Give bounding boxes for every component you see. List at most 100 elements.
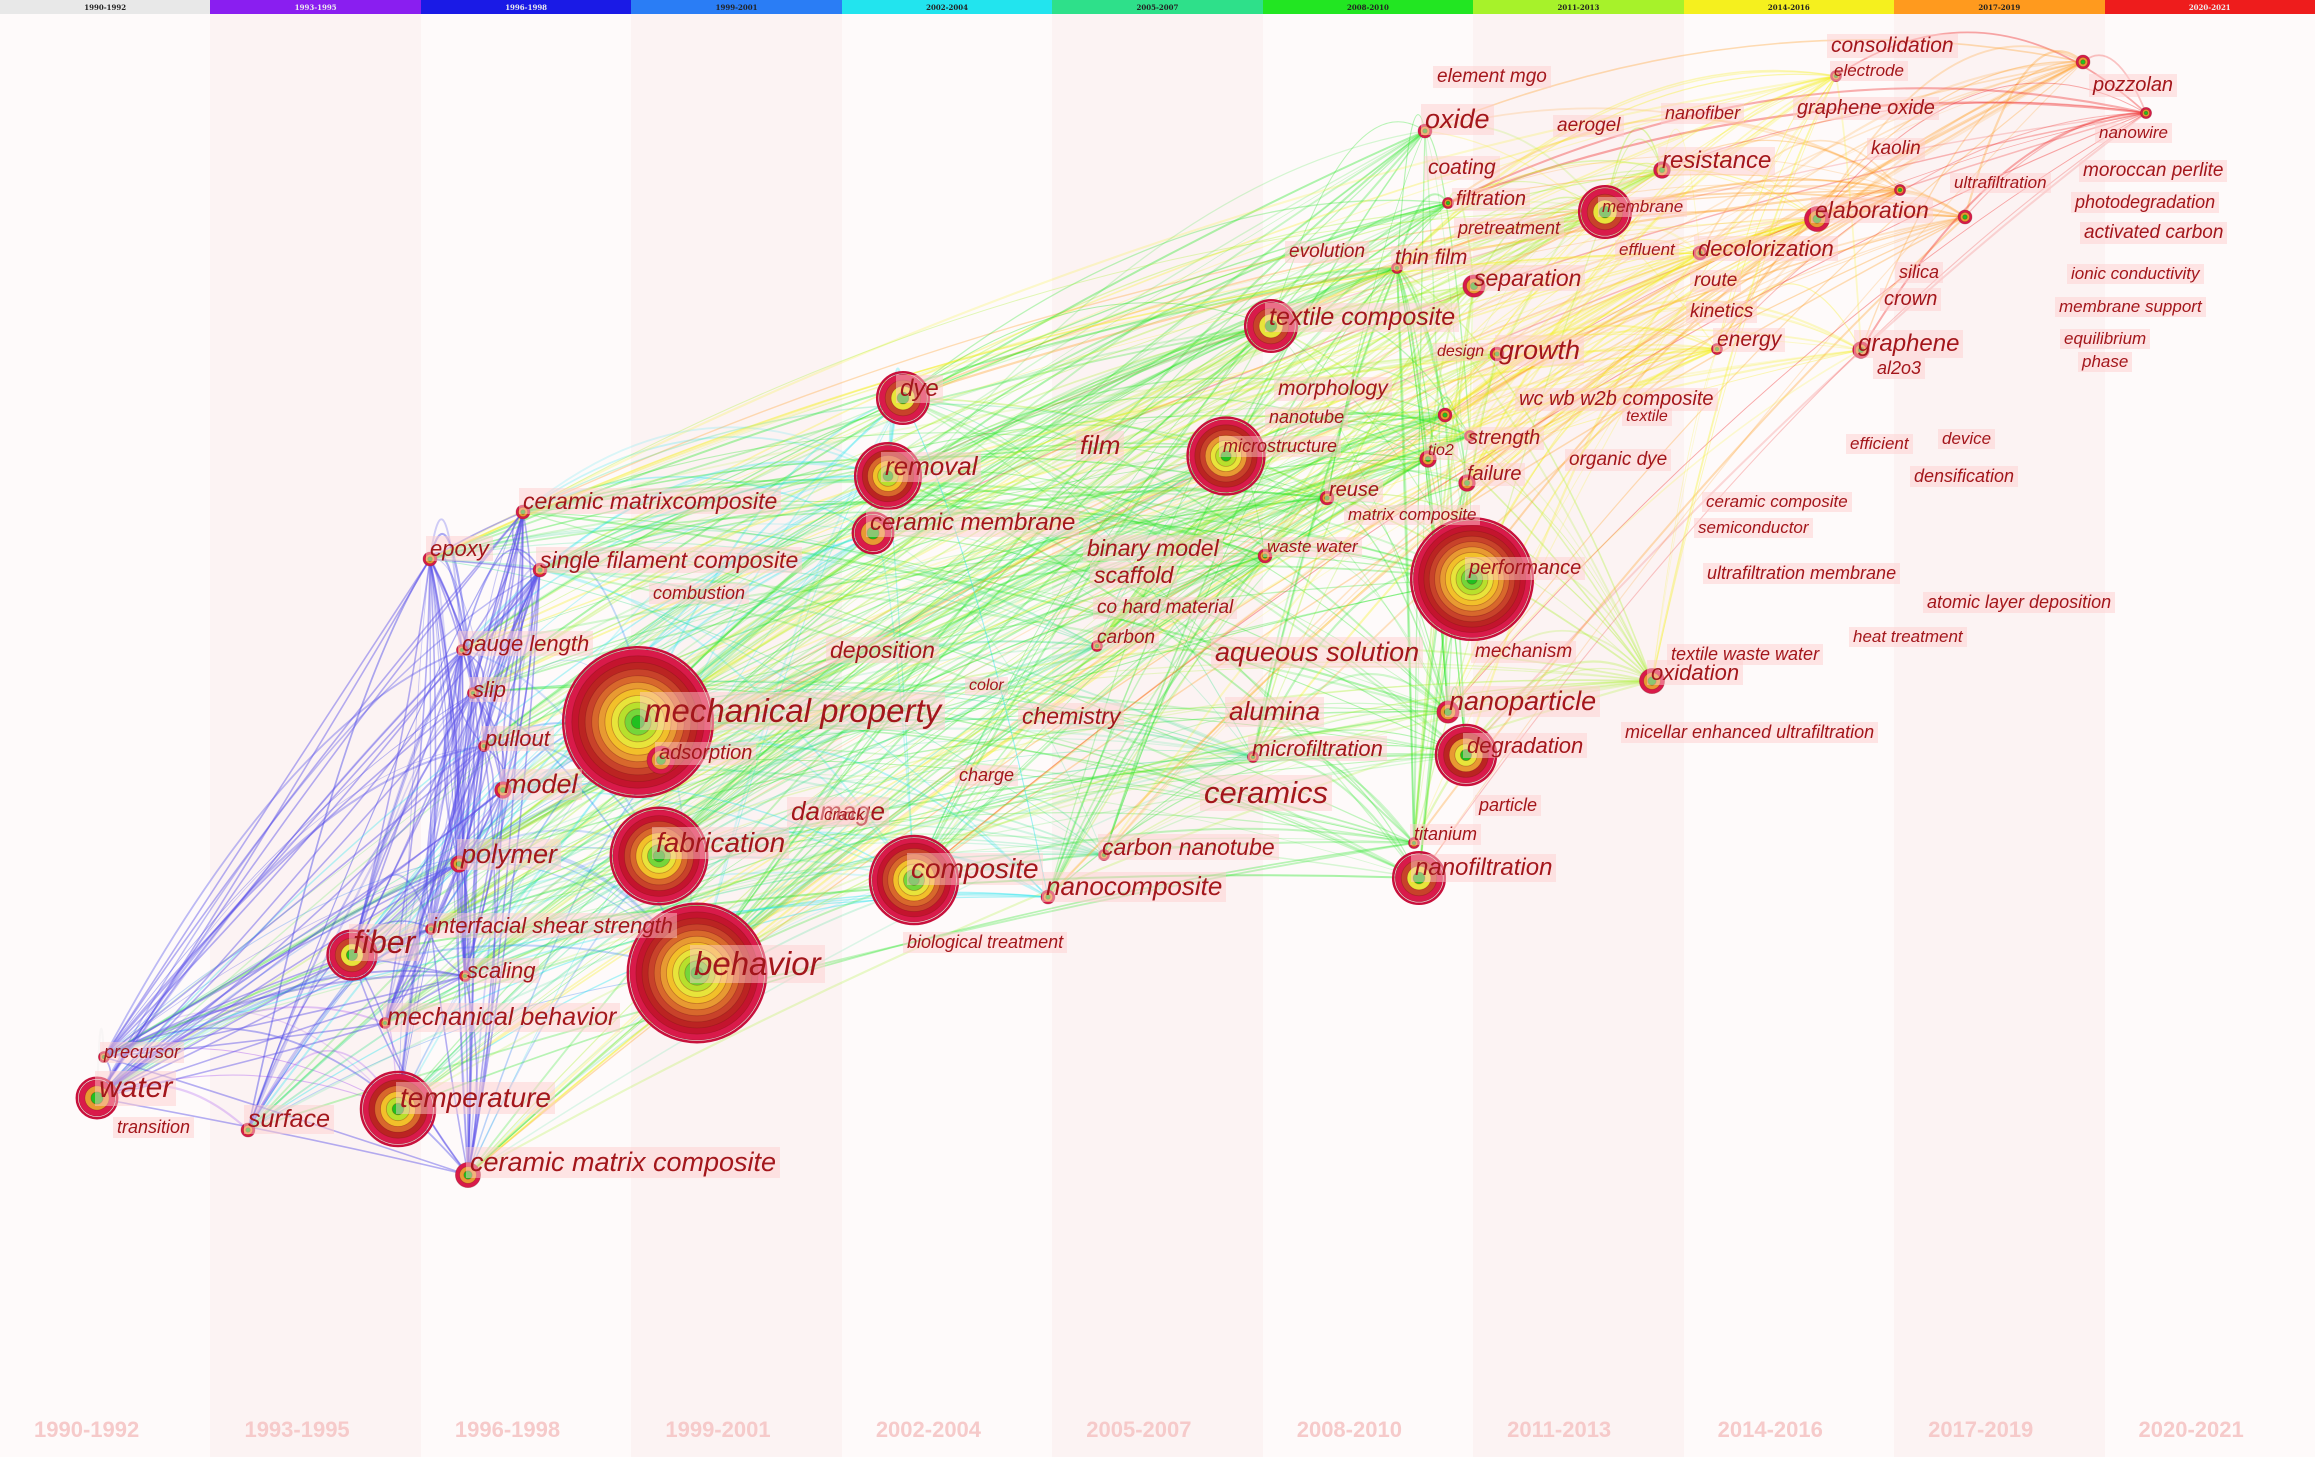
keyword-label[interactable]: co hard material (1093, 597, 1238, 619)
keyword-node[interactable] (1091, 640, 1104, 653)
keyword-label[interactable]: ceramics (1200, 775, 1333, 811)
keyword-label[interactable]: growth (1495, 335, 1585, 367)
keyword-label[interactable]: ultrafiltration (1950, 173, 2051, 193)
keyword-label[interactable]: pullout (481, 726, 554, 752)
keyword-node[interactable] (1442, 196, 1455, 209)
keyword-label[interactable]: precursor (100, 1042, 185, 1063)
keyword-label[interactable]: phase (2078, 352, 2133, 372)
keyword-node[interactable] (477, 740, 490, 753)
keyword-node[interactable] (240, 1122, 256, 1138)
keyword-label[interactable]: deposition (826, 637, 939, 664)
keyword-label[interactable]: damage (787, 796, 889, 827)
keyword-label[interactable]: titanium (1410, 824, 1482, 845)
keyword-node[interactable] (1040, 889, 1056, 905)
keyword-node[interactable] (875, 370, 931, 426)
keyword-label[interactable]: ceramic matrixcomposite (519, 488, 782, 515)
keyword-label[interactable]: nanowire (2095, 123, 2172, 143)
keyword-label[interactable]: microfiltration (1248, 736, 1387, 762)
keyword-label[interactable]: wc wb w2b composite (1515, 388, 1718, 411)
keyword-label[interactable]: single filament composite (536, 547, 803, 574)
keyword-label[interactable]: nanotube (1265, 407, 1349, 428)
keyword-label[interactable]: reuse (1325, 479, 1384, 502)
keyword-node[interactable] (1408, 837, 1421, 850)
keyword-label[interactable]: mechanical property (640, 692, 946, 730)
keyword-label[interactable]: consolidation (1827, 34, 1958, 59)
keyword-node[interactable] (1804, 205, 1831, 232)
keyword-label[interactable]: aqueous solution (1211, 637, 1424, 669)
keyword-label[interactable]: morphology (1274, 377, 1392, 402)
keyword-label[interactable]: fiber (349, 924, 420, 961)
keyword-label[interactable]: coating (1424, 156, 1500, 181)
keyword-label[interactable]: binary model (1083, 535, 1223, 562)
keyword-label[interactable]: oxidation (1647, 660, 1744, 686)
keyword-label[interactable]: ceramic composite (1702, 492, 1852, 512)
keyword-label[interactable]: interfacial shear strength (428, 913, 677, 939)
keyword-label[interactable]: decolorization (1694, 236, 1838, 262)
keyword-label[interactable]: kaolin (1867, 138, 1925, 160)
keyword-node[interactable] (1830, 70, 1843, 83)
keyword-node[interactable] (1098, 849, 1111, 862)
keyword-label[interactable]: biological treatment (903, 932, 1068, 953)
keyword-node[interactable] (2139, 107, 2152, 120)
keyword-label[interactable]: ionic conductivity (2067, 264, 2204, 284)
keyword-label[interactable]: temperature (396, 1082, 555, 1115)
keyword-node[interactable] (378, 1017, 391, 1030)
keyword-label[interactable]: device (1938, 429, 1996, 449)
keyword-label[interactable]: pozzolan (2089, 74, 2178, 97)
keyword-label[interactable]: crown (1880, 288, 1942, 311)
keyword-label[interactable]: degradation (1463, 733, 1588, 759)
keyword-node[interactable] (1577, 184, 1633, 240)
keyword-label[interactable]: behavior (690, 945, 825, 983)
keyword-node[interactable] (1852, 341, 1870, 359)
keyword-node[interactable] (424, 923, 437, 936)
keyword-label[interactable]: atomic layer deposition (1923, 592, 2116, 613)
keyword-label[interactable]: fabrication (652, 827, 790, 860)
keyword-node[interactable] (1437, 407, 1453, 423)
keyword-label[interactable]: adsorption (655, 742, 757, 765)
keyword-node[interactable] (1391, 850, 1447, 906)
keyword-node[interactable] (2075, 54, 2091, 70)
keyword-node[interactable] (75, 1076, 119, 1120)
keyword-label[interactable]: tio2 (1424, 442, 1458, 461)
keyword-node[interactable] (1319, 490, 1335, 506)
keyword-label[interactable]: epoxy (426, 536, 493, 562)
keyword-label[interactable]: carbon (1093, 627, 1160, 649)
keyword-node[interactable] (561, 645, 715, 799)
keyword-label[interactable]: silica (1895, 262, 1944, 283)
keyword-label[interactable]: moroccan perlite (2079, 160, 2228, 182)
keyword-label[interactable]: filtration (1452, 188, 1531, 211)
keyword-label[interactable]: element mgo (1433, 66, 1551, 88)
keyword-label[interactable]: photodegradation (2071, 192, 2220, 213)
keyword-label[interactable]: micellar enhanced ultrafiltration (1621, 722, 1879, 743)
keyword-label[interactable]: failure (1463, 463, 1526, 486)
keyword-label[interactable]: energy (1713, 328, 1786, 353)
keyword-node[interactable] (609, 806, 709, 906)
keyword-node[interactable] (98, 1051, 111, 1064)
keyword-label[interactable]: oxide (1421, 104, 1494, 136)
keyword-node[interactable] (646, 745, 676, 775)
keyword-label[interactable]: equilibrium (2060, 329, 2151, 349)
keyword-label[interactable]: composite (907, 853, 1043, 886)
keyword-label[interactable]: semiconductor (1694, 518, 1813, 538)
keyword-node[interactable] (494, 781, 512, 799)
keyword-label[interactable]: textile composite (1265, 303, 1460, 332)
keyword-label[interactable]: densification (1910, 466, 2019, 487)
keyword-node[interactable] (1464, 429, 1477, 442)
keyword-label[interactable]: resistance (1658, 147, 1776, 175)
keyword-node[interactable] (868, 834, 960, 926)
keyword-label[interactable]: performance (1465, 557, 1586, 580)
keyword-node[interactable] (458, 970, 471, 983)
keyword-label[interactable]: kinetics (1686, 301, 1758, 323)
keyword-node[interactable] (1417, 123, 1433, 139)
keyword-label[interactable]: charge (955, 765, 1019, 786)
keyword-label[interactable]: thin film (1391, 246, 1472, 271)
keyword-label[interactable]: pretreatment (1454, 218, 1565, 239)
keyword-node[interactable] (1894, 183, 1907, 196)
keyword-label[interactable]: surface (244, 1105, 334, 1134)
keyword-node[interactable] (455, 644, 468, 657)
keyword-label[interactable]: slip (469, 677, 511, 703)
keyword-label[interactable]: electrode (1830, 61, 1908, 81)
keyword-label[interactable]: organic dye (1565, 449, 1672, 471)
keyword-label[interactable]: dye (896, 375, 943, 403)
keyword-label[interactable]: matrix composite (1344, 505, 1481, 525)
